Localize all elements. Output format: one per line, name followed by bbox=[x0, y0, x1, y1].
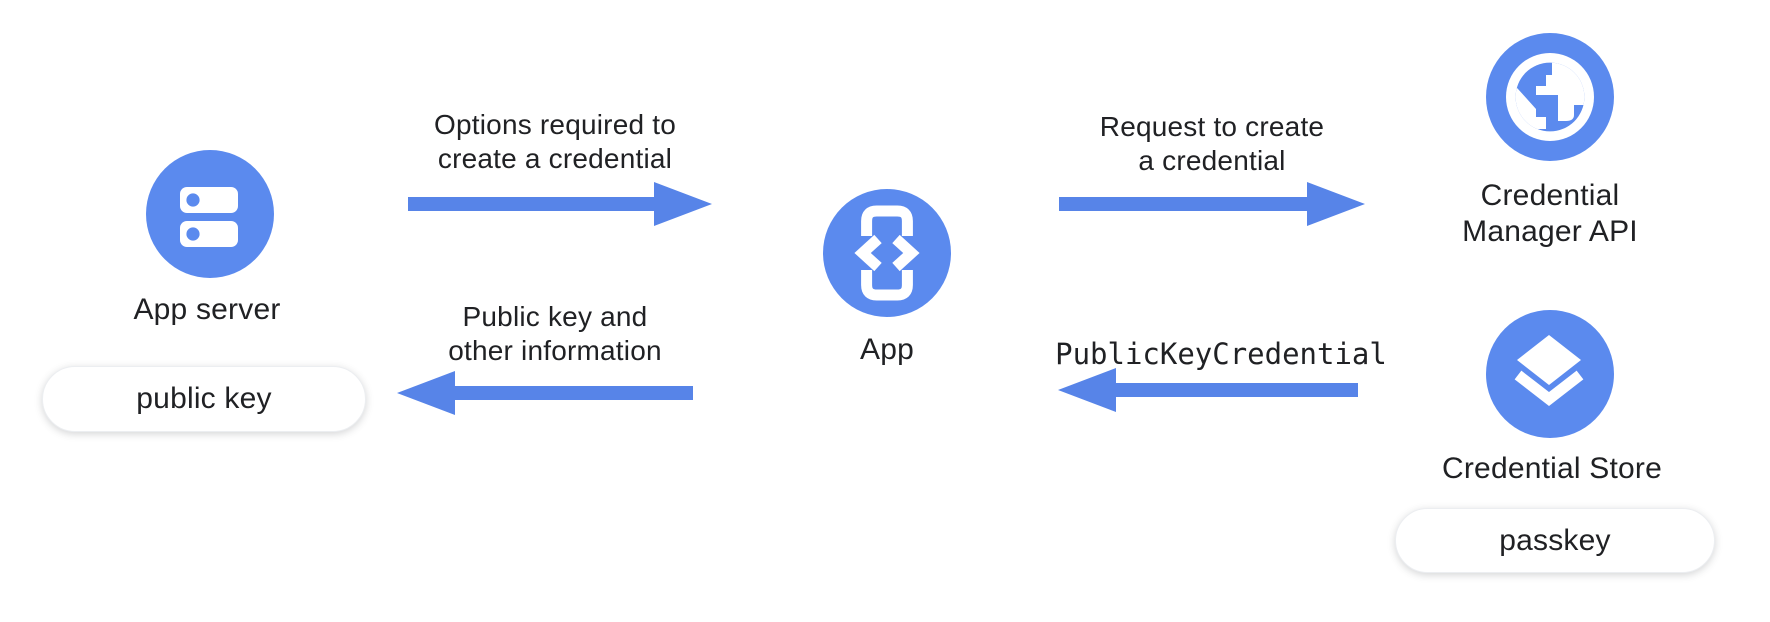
publickeycredential-label: PublicKeyCredential bbox=[1055, 337, 1387, 371]
globe-icon bbox=[1506, 53, 1594, 141]
passkey-pill: passkey bbox=[1395, 508, 1715, 573]
arrow-shaft bbox=[455, 386, 693, 400]
credential-manager-api-node bbox=[1486, 33, 1614, 161]
publickeycredential-arrow bbox=[1058, 368, 1358, 412]
phone-code-icon bbox=[854, 205, 920, 301]
public-key-arrow-label: Public key and other information bbox=[448, 301, 662, 366]
options-arrow-label: Options required to create a credential bbox=[434, 109, 676, 174]
options-arrow bbox=[408, 182, 712, 226]
arrow-shaft bbox=[1059, 197, 1307, 211]
arrow-shaft bbox=[1116, 383, 1358, 397]
app-server-node bbox=[146, 150, 274, 278]
arrow-shaft bbox=[408, 197, 654, 211]
app-server-label: App server bbox=[133, 293, 281, 326]
passkey-pill-label: passkey bbox=[1499, 523, 1611, 557]
app-node bbox=[823, 189, 951, 317]
credential-store-node bbox=[1486, 310, 1614, 438]
credential-manager-api-label: Credential Manager API bbox=[1462, 179, 1638, 248]
request-arrow bbox=[1059, 182, 1365, 226]
layers-icon bbox=[1514, 335, 1584, 406]
arrow-head-right-icon bbox=[1307, 182, 1365, 226]
public-key-pill-label: public key bbox=[136, 382, 272, 415]
public-key-arrow bbox=[397, 371, 693, 415]
request-arrow-label: Request to create a credential bbox=[1099, 111, 1325, 176]
arrow-head-left-icon bbox=[397, 371, 455, 415]
credential-store-label: Credential Store bbox=[1442, 452, 1662, 485]
public-key-pill: public key bbox=[42, 366, 366, 432]
app-label: App bbox=[860, 333, 914, 366]
server-icon bbox=[180, 187, 238, 247]
arrow-head-right-icon bbox=[654, 182, 712, 226]
arrow-head-left-icon bbox=[1058, 368, 1116, 412]
